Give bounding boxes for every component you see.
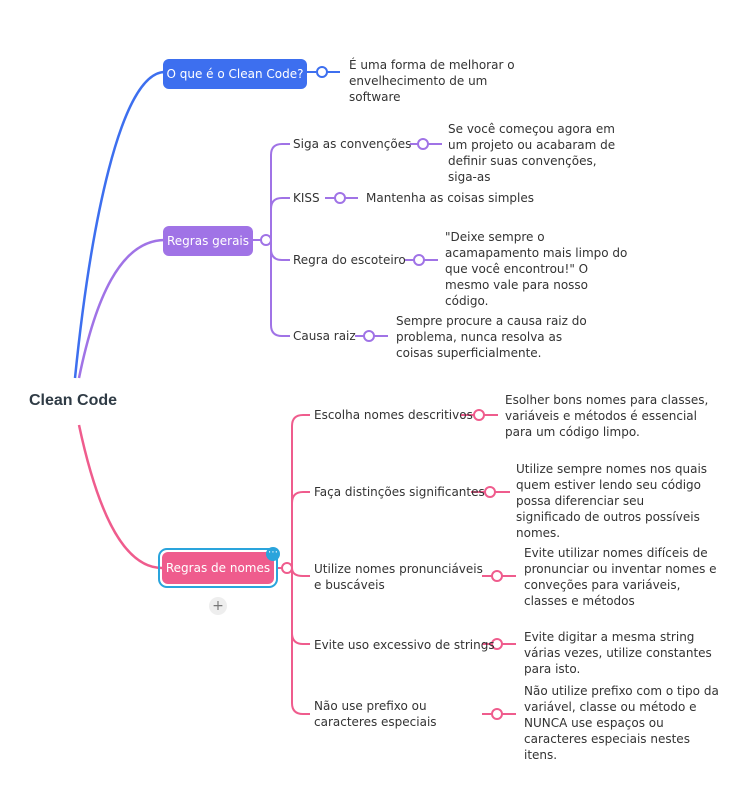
topic-general-rules[interactable]: Regras gerais: [163, 226, 253, 256]
what-description[interactable]: É uma forma de melhorar o envelhecimento…: [349, 58, 515, 104]
pronounceable-names-description[interactable]: Evite utilizar nomes difíceis de pronunc…: [524, 546, 717, 608]
connector-root-general: [77, 238, 166, 379]
avoid-strings-description[interactable]: Evite digitar a mesma string várias veze…: [524, 630, 712, 676]
boy-scout-rule-description[interactable]: "Deixe sempre o acamapamento mais limpo …: [445, 230, 628, 308]
root-cause-description[interactable]: Sempre procure a causa raiz do problema,…: [396, 314, 587, 360]
subtopic-meaningful-distinctions[interactable]: Faça distinções significantes: [314, 485, 485, 499]
more-options-icon[interactable]: ⋯: [266, 547, 280, 561]
follow-conventions-description[interactable]: Se você começou agora em um projeto ou a…: [448, 122, 616, 184]
no-prefix-description[interactable]: Não utilize prefixo com o tipo da variáv…: [524, 684, 719, 762]
kiss-description[interactable]: Mantenha as coisas simples: [366, 191, 535, 205]
general-rules-connectors: [253, 143, 442, 337]
topic-naming-rules[interactable]: Regras de nomes: [162, 552, 274, 584]
meaningful-distinctions-description[interactable]: Utilize sempre nomes nos quais quem esti…: [516, 462, 708, 540]
node-port-what: [316, 66, 328, 78]
add-topic-button[interactable]: +: [209, 597, 227, 615]
subtopic-kiss[interactable]: KISS: [293, 191, 320, 205]
subtopic-no-prefix[interactable]: Não use prefixo ou caracteres especiais: [314, 699, 437, 729]
subtopic-boy-scout-rule[interactable]: Regra do escoteiro: [293, 253, 406, 267]
subtopic-pronounceable-names[interactable]: Utilize nomes pronunciáveis e buscáveis: [314, 562, 483, 592]
connector-root-names: [77, 424, 163, 570]
descriptive-names-description[interactable]: Esolher bons nomes para classes, variáve…: [505, 393, 709, 439]
subtopic-descriptive-names[interactable]: Escolha nomes descritivos: [314, 408, 473, 422]
subtopic-root-cause[interactable]: Causa raiz: [293, 329, 356, 343]
subtopic-follow-conventions[interactable]: Siga as convenções: [293, 137, 412, 151]
connector-root-what: [73, 70, 166, 379]
topic-what-is-clean-code[interactable]: O que é o Clean Code?: [163, 59, 307, 89]
root-topic[interactable]: Clean Code: [29, 392, 118, 409]
name-rules-connectors: [276, 414, 516, 715]
selection-outline: [158, 548, 278, 588]
subtopic-avoid-strings[interactable]: Evite uso excessivo de strings: [314, 638, 495, 652]
